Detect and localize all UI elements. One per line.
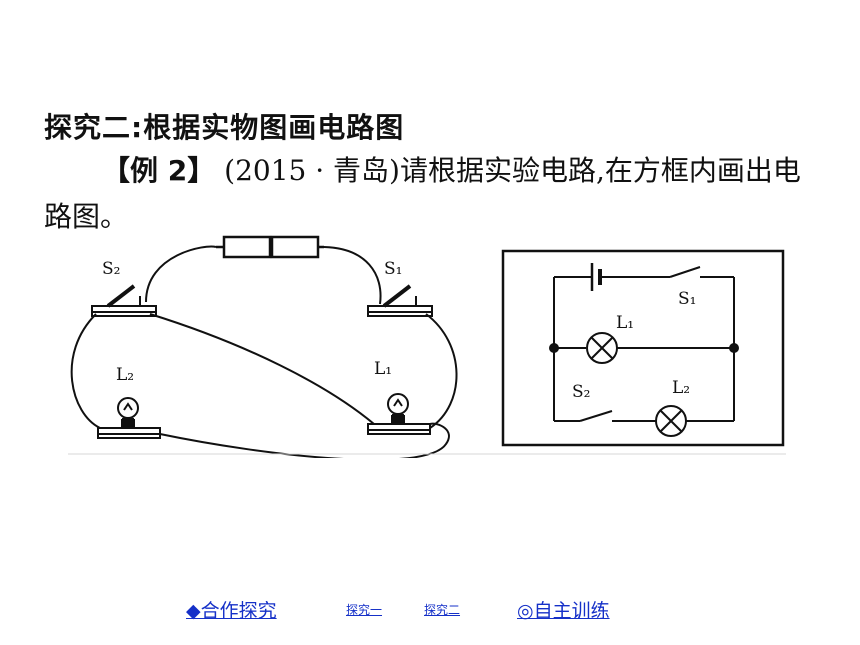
physical-circuit (70, 235, 458, 458)
lamp-l1-icon (367, 393, 431, 435)
diagram-label-l2: L₂ (672, 378, 690, 398)
diagram-label-s2: S₂ (572, 382, 590, 402)
nav-explore2-link[interactable]: 探究二 (424, 603, 461, 617)
label-l1: L₁ (374, 359, 392, 379)
diagram-labels: L₁ S₁ S₂ L₂ (572, 289, 696, 402)
battery-icon (216, 235, 324, 259)
wires (70, 245, 458, 458)
switch-s2-icon (91, 284, 157, 317)
nav-cooperate-link[interactable]: ◆合作探究 (186, 600, 277, 622)
diagram-frame (501, 249, 785, 447)
switch-s1-icon (367, 284, 433, 317)
label-s1: S₁ (384, 259, 402, 279)
problem-statement: 【例 2】 (2015 · 青岛)请根据实验电路,在方框内画出电路图。 (44, 148, 824, 240)
circuit-figure: S₂ S₁ L₂ L₁ L₁ S₁ S₂ L (68, 235, 786, 458)
label-l2: L₂ (116, 365, 134, 385)
example-tag: 【例 2】 (102, 154, 216, 187)
lamp-l2-icon (97, 397, 161, 439)
section-heading: 探究二:根据实物图画电路图 (44, 111, 405, 144)
physical-labels: S₂ S₁ L₂ L₁ (102, 259, 402, 385)
junction-left-icon (549, 343, 559, 353)
nav-self-train-link[interactable]: ◎自主训练 (517, 600, 610, 622)
bottom-nav: ◆合作探究 探究一 探究二 ◎自主训练 (0, 594, 860, 622)
junction-right-icon (729, 343, 739, 353)
nav-explore1-link[interactable]: 探究一 (346, 603, 383, 617)
diagram-label-l1: L₁ (616, 313, 634, 333)
problem-text: 请根据实验电路,在方框内画出电路图。 (44, 154, 801, 233)
answer-diagram (501, 249, 785, 447)
problem-source: (2015 · 青岛) (224, 154, 400, 187)
diagram-label-s1: S₁ (678, 289, 696, 309)
label-s2: S₂ (102, 259, 120, 279)
